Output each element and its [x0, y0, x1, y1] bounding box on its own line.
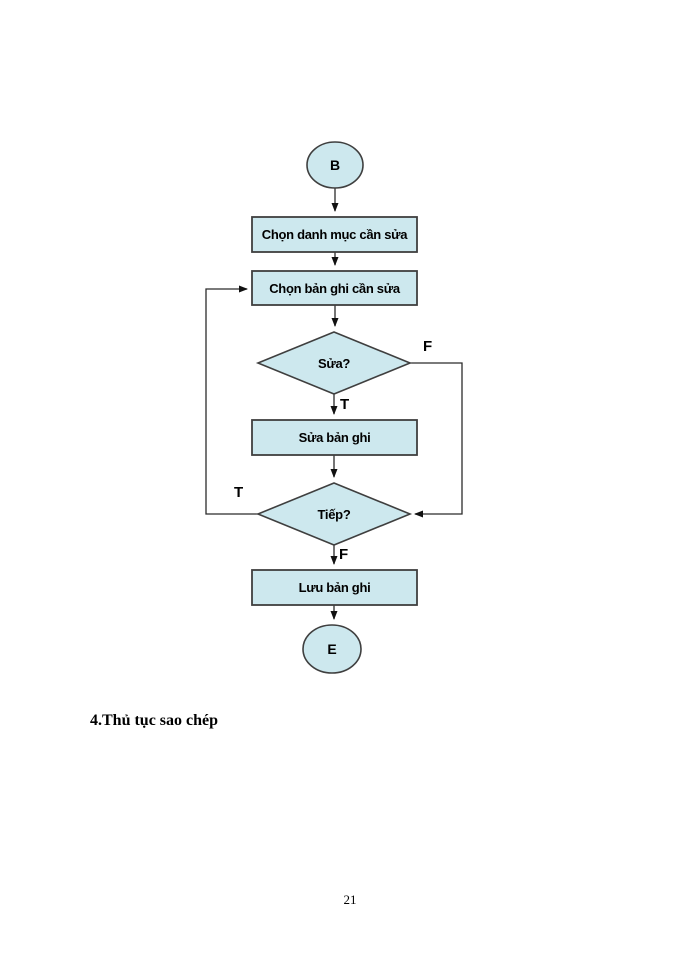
start-terminal-shape [306, 141, 364, 189]
page-number: 21 [343, 892, 357, 907]
connector-decision1-false-branch [410, 362, 463, 518]
decision1-true-branch-label: T [340, 396, 350, 413]
process-step2-shape [251, 270, 418, 306]
connector-decision2-true-loop [205, 285, 258, 515]
process-step4-shape [251, 569, 418, 606]
decision2-shape [255, 482, 413, 546]
decision2-true-branch-label: T [234, 484, 244, 501]
end-terminal-shape [302, 624, 362, 674]
process-step3-shape [251, 419, 418, 456]
decision1-false-branch-label: F [423, 338, 433, 355]
decision1-shape [255, 331, 413, 395]
section-heading: 4.Thủ tục sao chép [90, 712, 219, 729]
decision2-false-branch-label: F [339, 546, 349, 563]
process-step1-shape [251, 216, 418, 253]
